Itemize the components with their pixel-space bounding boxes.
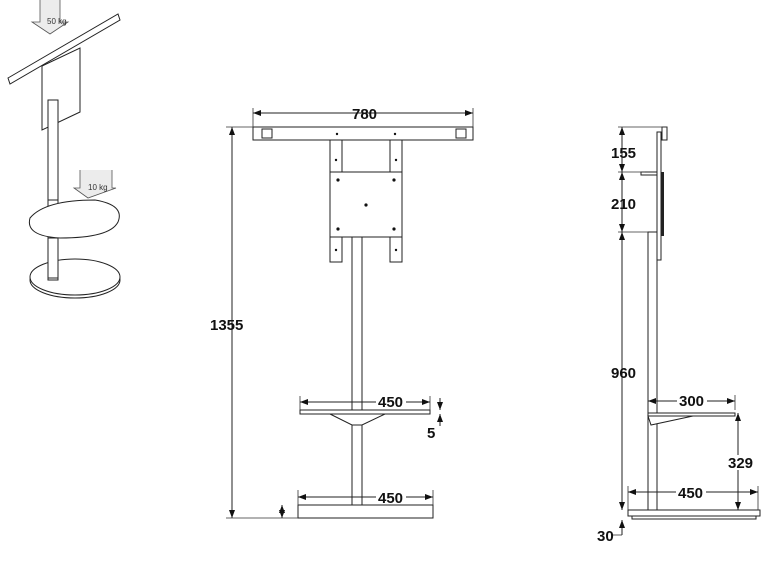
front-crossbar bbox=[252, 126, 474, 141]
front-shelf bbox=[299, 409, 431, 415]
dim-960: 960 bbox=[611, 365, 636, 382]
iso-crossbar bbox=[7, 13, 121, 85]
side-view: 155 210 960 300 329 450 30 bbox=[597, 126, 761, 545]
front-pole bbox=[351, 236, 363, 506]
dim-210: 210 bbox=[611, 196, 636, 213]
dim-329: 329 bbox=[728, 455, 753, 472]
load-arrow-shelf: 10 kg bbox=[72, 170, 117, 199]
load-label-shelf: 10 kg bbox=[88, 183, 108, 192]
dim-side-450: 450 bbox=[678, 485, 703, 502]
front-base bbox=[297, 504, 434, 519]
dim-780: 780 bbox=[352, 106, 377, 123]
dim-155: 155 bbox=[611, 145, 636, 162]
isometric-view: 50 kg 10 kg bbox=[7, 0, 121, 299]
dim-1355: 1355 bbox=[210, 317, 243, 334]
side-base bbox=[627, 509, 761, 517]
iso-shelf bbox=[28, 199, 120, 239]
load-label-top: 50 kg bbox=[47, 17, 67, 26]
dim-300: 300 bbox=[679, 393, 704, 410]
side-mount-panel bbox=[656, 131, 662, 261]
side-pole bbox=[647, 231, 658, 511]
dim-30: 30 bbox=[597, 528, 614, 545]
dim-5: 5 bbox=[427, 425, 435, 442]
load-arrow-top: 50 kg bbox=[30, 0, 70, 35]
dim-base-450: 450 bbox=[378, 490, 403, 507]
dim-shelf-450: 450 bbox=[378, 394, 403, 411]
front-view: 780 1355 450 5 450 bbox=[210, 106, 474, 519]
